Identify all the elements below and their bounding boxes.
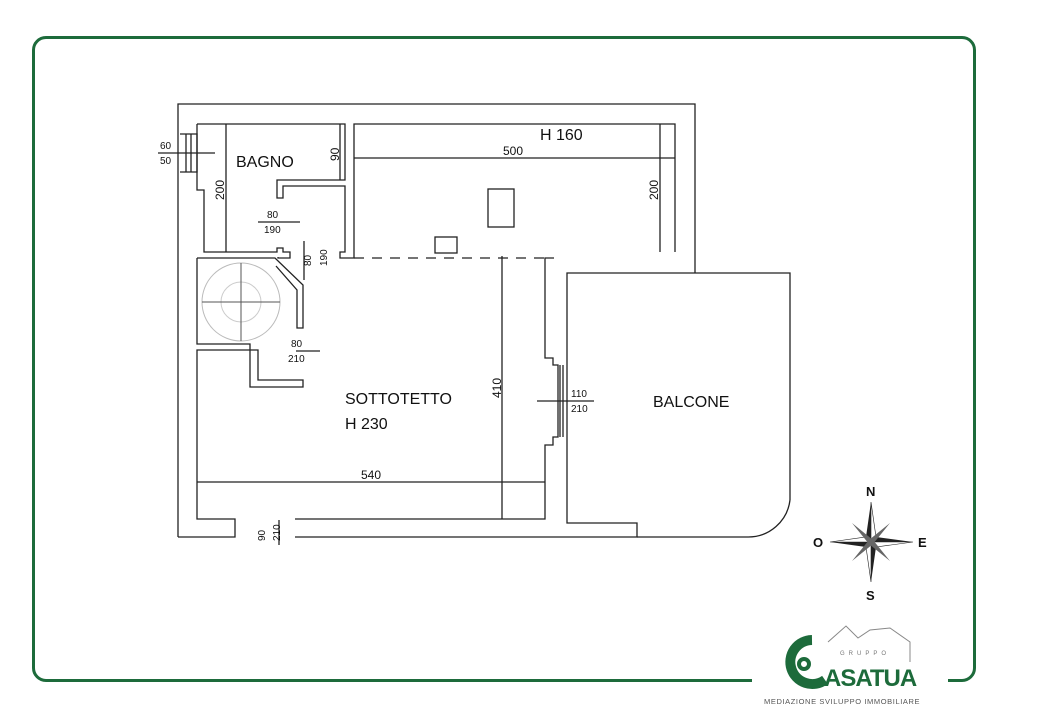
dim-540: 540 (361, 468, 381, 482)
dim-410: 410 (490, 378, 504, 398)
compass-e: E (918, 535, 927, 550)
compass: N O E S (813, 484, 927, 603)
upper-height: H 160 (540, 127, 583, 144)
labels: BAGNO H 160 SOTTOTETTO H 230 BALCONE 500… (160, 127, 729, 541)
compass-s: S (866, 588, 875, 603)
door-entry-w: 90 (257, 529, 268, 541)
room-bagno: BAGNO (236, 154, 294, 171)
window-w: 60 (160, 141, 172, 152)
room-balcone: BALCONE (653, 394, 729, 411)
dim-500: 500 (503, 144, 523, 158)
logo-group: GRUPPO (840, 651, 890, 657)
door-stair-w: 80 (291, 339, 303, 350)
door-bagno-h: 190 (264, 225, 281, 236)
dim-90: 90 (328, 147, 342, 161)
dim-200-upper: 200 (647, 180, 661, 200)
compass-o: O (813, 535, 823, 550)
window-h: 50 (160, 156, 172, 167)
dim-200-bagno: 200 (213, 180, 227, 200)
walls (177, 103, 791, 538)
door-stair-h: 210 (288, 354, 305, 365)
logo-tagline: MEDIAZIONE SVILUPPO IMMOBILIARE (764, 697, 921, 706)
svg-text:ASATUA: ASATUA (824, 665, 917, 692)
room-sottotetto: SOTTOTETTO (345, 391, 452, 408)
door-balcone-w: 110 (571, 389, 587, 400)
door-entry-h: 210 (272, 524, 283, 541)
compass-n: N (866, 484, 875, 499)
plan-frame (32, 36, 976, 682)
door-bagno-w: 80 (267, 210, 279, 221)
logo: ASATUA GRUPPO (752, 625, 948, 694)
door-upper-h: 190 (319, 249, 330, 266)
dimension-lines (158, 124, 675, 545)
sottotetto-height: H 230 (345, 416, 388, 433)
door-balcone-h: 210 (571, 404, 588, 415)
door-upper-w: 80 (303, 254, 314, 266)
